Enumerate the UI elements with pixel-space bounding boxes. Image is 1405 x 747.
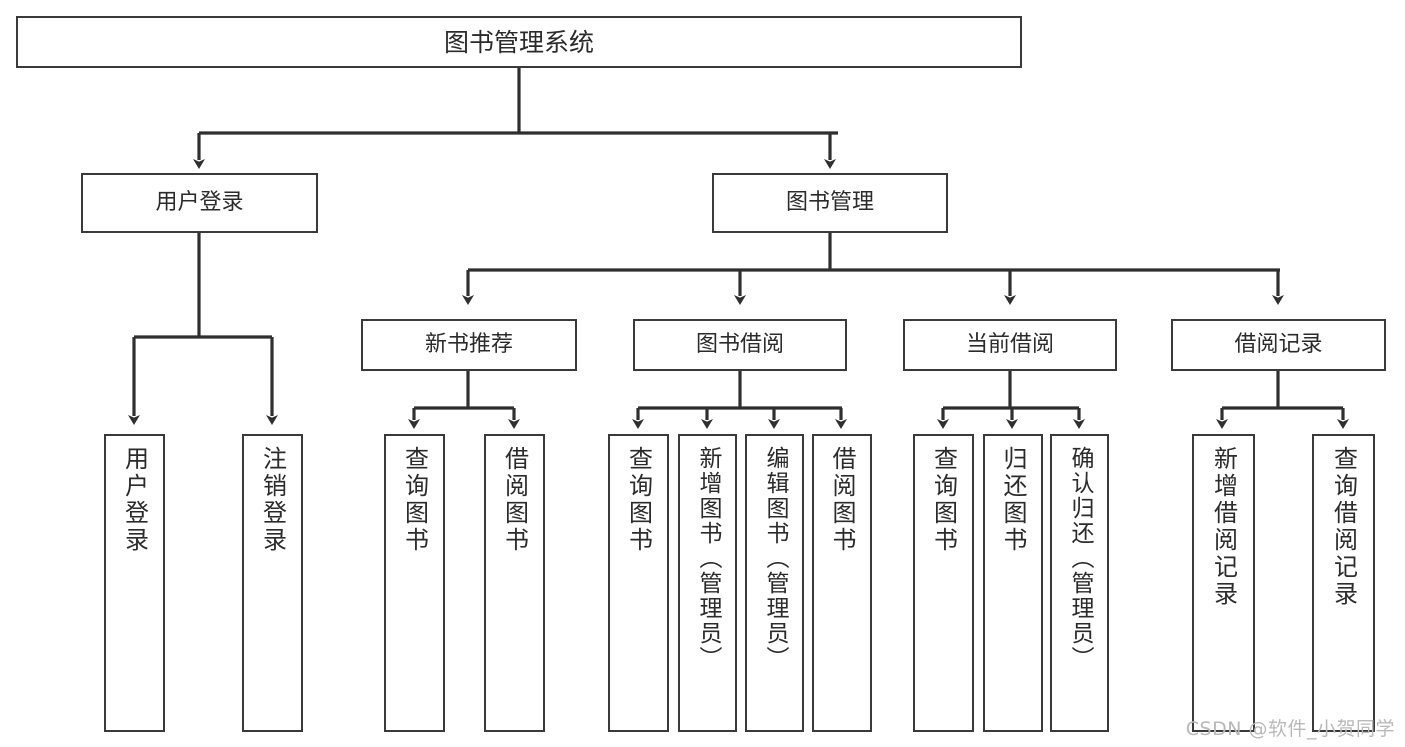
node-label: 查询图书 bbox=[624, 446, 653, 554]
node-label: 归还图书 bbox=[999, 446, 1027, 554]
leaf-user-login[interactable]: 用户登录 bbox=[104, 434, 165, 732]
node-label: 查询借阅记录 bbox=[1329, 446, 1358, 608]
leaf-query-record[interactable]: 查询借阅记录 bbox=[1312, 434, 1375, 732]
leaf-borrow-book-2[interactable]: 借阅图书 bbox=[812, 434, 872, 732]
leaf-borrow-book-1[interactable]: 借阅图书 bbox=[484, 434, 545, 732]
node-current-borrow[interactable]: 当前借阅 bbox=[903, 319, 1117, 371]
leaf-edit-book[interactable]: 编辑图书（管理员） bbox=[745, 434, 804, 732]
node-label: 编辑图书（管理员） bbox=[762, 446, 788, 671]
node-label: 借阅图书 bbox=[828, 446, 856, 554]
node-label: 用户登录 bbox=[155, 190, 244, 215]
node-system-root[interactable]: 图书管理系统 bbox=[16, 16, 1022, 68]
node-book-borrow[interactable]: 图书借阅 bbox=[633, 319, 847, 371]
node-label: 查询图书 bbox=[400, 446, 429, 554]
node-label: 确认归还（管理员） bbox=[1067, 446, 1093, 671]
node-user-login[interactable]: 用户登录 bbox=[81, 173, 318, 233]
node-label: 新增图书（管理员） bbox=[695, 446, 721, 671]
node-label: 图书管理系统 bbox=[443, 27, 594, 57]
leaf-query-book-1[interactable]: 查询图书 bbox=[384, 434, 445, 732]
leaf-confirm-return[interactable]: 确认归还（管理员） bbox=[1050, 434, 1109, 732]
node-label: 借阅图书 bbox=[500, 446, 529, 554]
watermark-text: CSDN @软件_小贺同学 bbox=[1185, 718, 1395, 740]
leaf-query-book-2[interactable]: 查询图书 bbox=[608, 434, 669, 732]
node-label: 注销登录 bbox=[258, 446, 287, 554]
node-label: 图书管理 bbox=[785, 190, 874, 215]
leaf-add-book[interactable]: 新增图书（管理员） bbox=[678, 434, 737, 732]
node-label: 新书推荐 bbox=[424, 332, 513, 357]
node-label: 用户登录 bbox=[120, 446, 149, 554]
leaf-logout[interactable]: 注销登录 bbox=[242, 434, 303, 732]
leaf-query-book-3[interactable]: 查询图书 bbox=[913, 434, 974, 732]
node-label: 图书借阅 bbox=[695, 332, 784, 357]
node-new-book-recommend[interactable]: 新书推荐 bbox=[361, 319, 577, 371]
node-borrow-record[interactable]: 借阅记录 bbox=[1171, 319, 1386, 371]
node-label: 查询图书 bbox=[929, 446, 958, 554]
leaf-add-record[interactable]: 新增借阅记录 bbox=[1192, 434, 1255, 732]
node-label: 当前借阅 bbox=[965, 332, 1054, 357]
leaf-return-book[interactable]: 归还图书 bbox=[983, 434, 1043, 732]
node-label: 借阅记录 bbox=[1234, 332, 1323, 357]
node-book-management[interactable]: 图书管理 bbox=[712, 173, 948, 233]
node-label: 新增借阅记录 bbox=[1209, 446, 1238, 608]
